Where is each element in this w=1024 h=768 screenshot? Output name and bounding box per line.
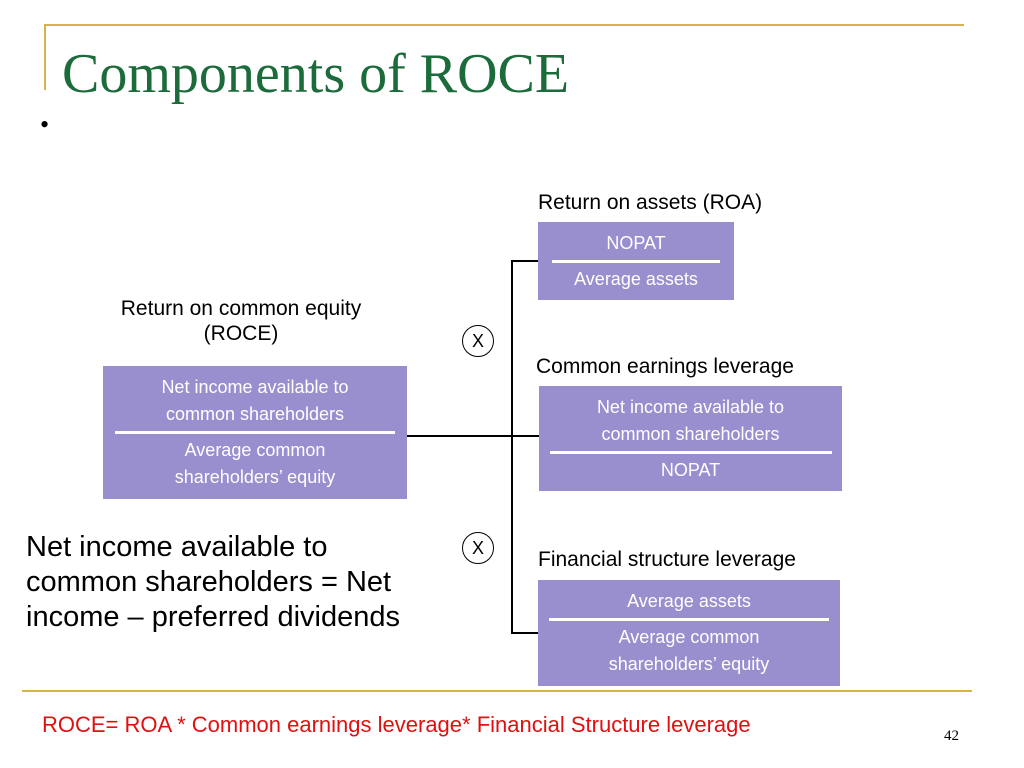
- roce-formula: ROCE= ROA * Common earnings leverage* Fi…: [42, 712, 751, 737]
- bullet-point: •: [40, 110, 50, 139]
- frame-top-rule: [44, 24, 964, 26]
- roce-denominator: Average common shareholders’ equity: [174, 440, 336, 487]
- multiply-operator-2: X: [462, 532, 494, 564]
- connector-to-roa: [511, 260, 538, 262]
- roa-label: Return on assets (ROA): [538, 191, 763, 214]
- slide-title: Components of ROCE: [62, 43, 570, 105]
- fsl-numerator: Average assets: [627, 591, 751, 611]
- net-income-note: Net income available to common sharehold…: [26, 531, 400, 633]
- cel-numerator: Net income available to common sharehold…: [596, 396, 785, 444]
- fraction-bar: [552, 259, 720, 263]
- connector-to-fsl: [511, 632, 538, 634]
- roa-denominator: Average assets: [574, 268, 698, 289]
- fraction-bar: [115, 431, 395, 434]
- roa-numerator: NOPAT: [606, 232, 666, 253]
- fsl-denominator: Average common shareholders’ equity: [608, 627, 770, 674]
- fraction-bar: [549, 450, 832, 454]
- connector-horizontal-main: [407, 435, 539, 437]
- multiply-operator-1: X: [462, 325, 494, 357]
- frame-left-rule: [44, 24, 46, 90]
- frame-bottom-rule: [22, 690, 972, 692]
- roce-label: Return on common equity (ROCE): [120, 297, 362, 346]
- roce-ratio-box: Net income available to common sharehold…: [103, 366, 407, 499]
- cel-ratio-box: Net income available to common sharehold…: [539, 386, 842, 491]
- fsl-ratio-box: Average assets Average common shareholde…: [538, 580, 840, 686]
- fsl-label: Financial structure leverage: [538, 548, 796, 571]
- cel-denominator: NOPAT: [660, 459, 721, 480]
- roce-numerator: Net income available to common sharehold…: [161, 377, 349, 424]
- fraction-bar: [549, 618, 829, 621]
- page-number: 42: [944, 728, 959, 744]
- cel-label: Common earnings leverage: [536, 355, 794, 378]
- roa-ratio-box: NOPAT Average assets: [538, 222, 734, 300]
- connector-vertical: [511, 260, 513, 633]
